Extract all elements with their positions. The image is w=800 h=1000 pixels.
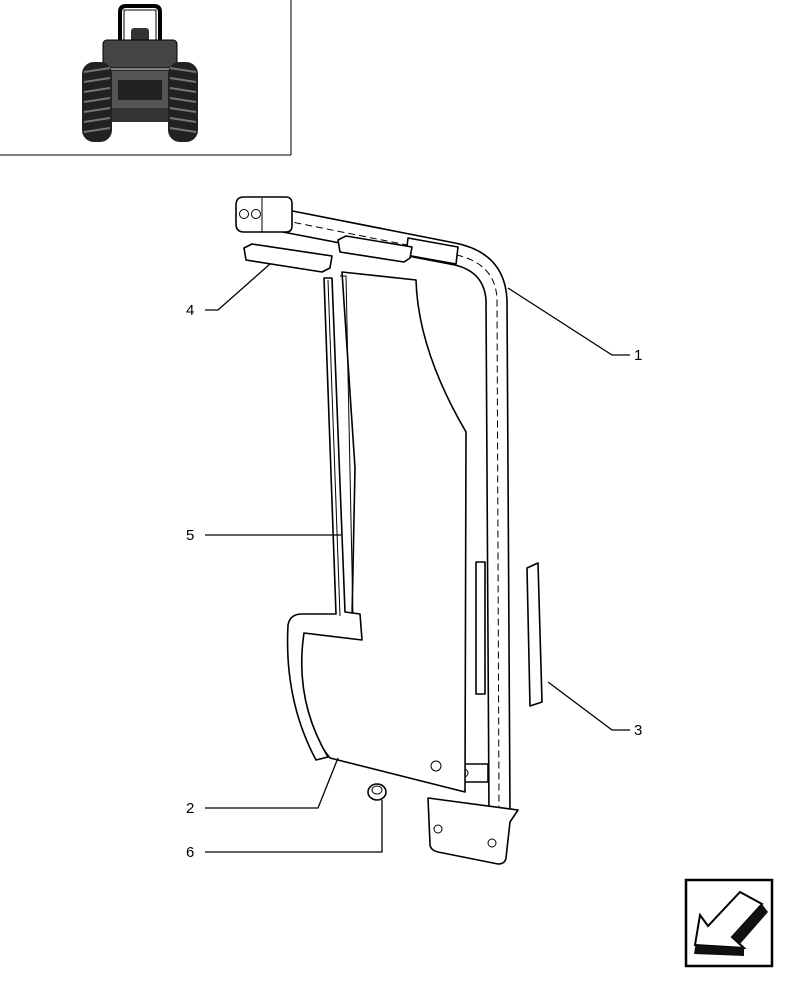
callout-1: 1 — [634, 347, 642, 364]
part-2-side-panel — [295, 271, 467, 793]
part-6-plug — [367, 783, 387, 801]
callout-5: 5 — [186, 527, 194, 544]
tractor-rear-view-icon — [82, 3, 198, 142]
callout-2: 2 — [186, 800, 194, 817]
callout-3: 3 — [634, 722, 642, 739]
back-arrow-button[interactable] — [684, 878, 774, 968]
callout-4: 4 — [186, 302, 194, 319]
back-arrow-icon — [693, 890, 768, 956]
thumbnail-frame — [0, 0, 292, 156]
part-1-rops-tube — [235, 196, 519, 865]
part-4-top-strip — [243, 235, 413, 273]
callout-6: 6 — [186, 844, 194, 861]
part-5-seal-strip — [286, 277, 363, 761]
part-3-vertical-strip — [475, 561, 543, 707]
leader-lines — [205, 263, 630, 853]
